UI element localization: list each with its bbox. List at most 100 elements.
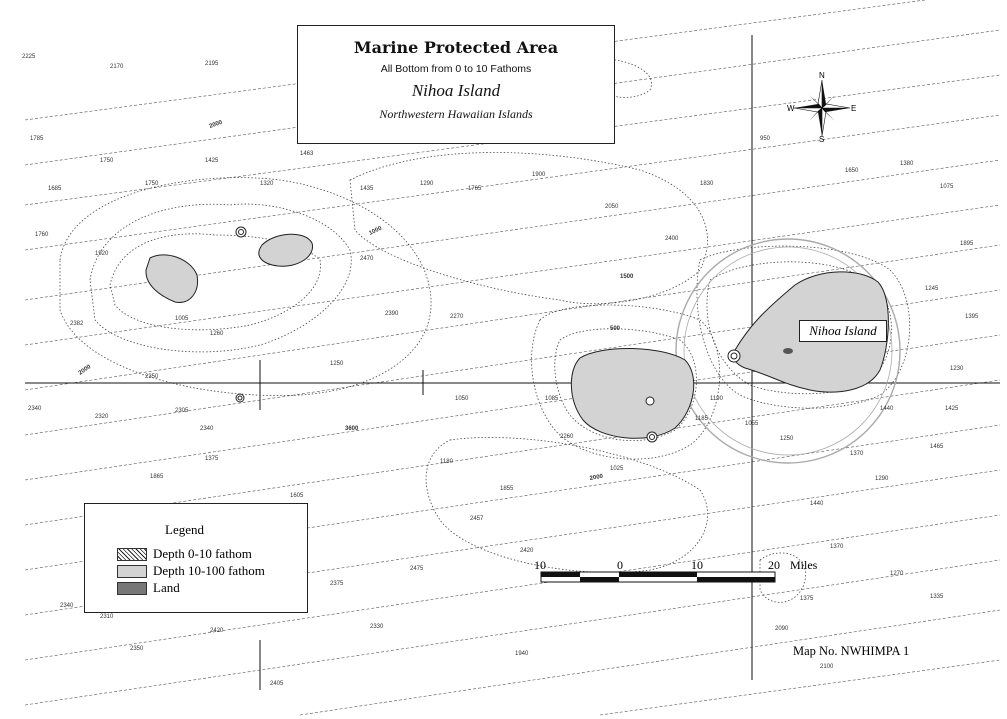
sounding-value: 2390	[385, 311, 399, 317]
sounding-value: 1370	[850, 451, 864, 457]
sounding-value: 1190	[710, 396, 724, 402]
legend-label: Depth 0-10 fathom	[153, 546, 252, 561]
svg-text:2000: 2000	[78, 364, 93, 377]
sounding-value: 2305	[175, 408, 189, 414]
compass-west: W	[787, 104, 795, 113]
sounding-value: 2350	[145, 374, 159, 380]
sounding-value: 2470	[360, 256, 374, 262]
sounding-value: 1435	[360, 186, 374, 192]
map-region: Northwestern Hawaiian Islands	[379, 107, 533, 121]
west-shoal	[145, 254, 199, 303]
sounding-value: 2195	[205, 61, 219, 67]
sounding-value: 1920	[95, 251, 109, 257]
sounding-value: 2090	[775, 626, 789, 632]
sounding-value: 1750	[145, 181, 159, 187]
sounding-value: 2050	[605, 204, 619, 210]
compass-rose-icon	[793, 79, 851, 137]
sounding-value: 1380	[900, 161, 914, 167]
central-shoal	[570, 348, 695, 439]
legend-label: Land	[153, 580, 180, 595]
sounding-value: 1685	[48, 186, 62, 192]
contour-labels: 2000 2000 1000 500 1500 2000 3600	[78, 119, 634, 482]
compass-east: E	[851, 104, 857, 113]
sounding-value: 1425	[205, 158, 219, 164]
sounding-value: 1440	[880, 406, 894, 412]
sounding-value: 950	[760, 136, 771, 142]
legend-label: Depth 10-100 fathom	[153, 563, 265, 578]
sounding-value: 1335	[930, 594, 944, 600]
sounding-value: 2382	[70, 321, 84, 327]
sounding-value: 2420	[520, 548, 534, 554]
scale-unit: Miles	[790, 558, 818, 572]
sounding-value: 1440	[810, 501, 824, 507]
legend-title: Legend	[165, 522, 204, 537]
sounding-value: 1865	[150, 474, 164, 480]
sounding-value: 2270	[450, 314, 464, 320]
sounding-value: 1650	[845, 168, 859, 174]
sounding-value: 1750	[100, 158, 114, 164]
sounding-value: 1290	[420, 181, 434, 187]
sounding-value: 2475	[410, 566, 424, 572]
sounding-value: 1395	[965, 314, 979, 320]
scale-tick-20: 20	[768, 558, 780, 572]
sounding-value: 1855	[500, 486, 514, 492]
sounding-value: 1270	[890, 571, 904, 577]
light-gray-swatch	[117, 564, 147, 578]
scale-bar	[540, 571, 776, 583]
sounding-value: 1895	[960, 241, 974, 247]
sounding-value: 2400	[665, 236, 679, 242]
sounding-value: 1180	[440, 459, 454, 465]
dark-gray-swatch	[117, 581, 147, 595]
sounding-value: 1260	[210, 331, 224, 337]
svg-text:1000: 1000	[368, 225, 383, 236]
sounding-value: 1050	[455, 396, 469, 402]
title-box: Marine Protected Area All Bottom from 0 …	[297, 25, 615, 144]
map-title: Marine Protected Area	[353, 38, 559, 57]
sounding-value: 1900	[532, 172, 546, 178]
sounding-value: 1185	[695, 416, 709, 422]
hatch-swatch	[117, 547, 147, 561]
sounding-value: 1760	[35, 232, 49, 238]
sounding-value: 2330	[370, 624, 384, 630]
sounding-value: 1940	[515, 651, 529, 657]
legend-item-land: Land	[117, 580, 180, 596]
island-label: Nihoa Island	[799, 320, 887, 342]
sounding-value: 2340	[28, 406, 42, 412]
sounding-value: 1370	[830, 544, 844, 550]
sounding-value: 2420	[210, 628, 224, 634]
sounding-value: 1230	[950, 366, 964, 372]
svg-text:2000: 2000	[209, 119, 224, 129]
sounding-value: 2310	[100, 614, 114, 620]
sounding-value: 1605	[290, 493, 304, 499]
svg-text:1500: 1500	[620, 274, 634, 280]
legend-item-shallow: Depth 0-10 fathom	[117, 546, 252, 562]
sounding-value: 1025	[610, 466, 624, 472]
pinnacles	[235, 226, 741, 443]
sounding-value: 1465	[930, 444, 944, 450]
svg-text:2000: 2000	[589, 474, 604, 482]
sounding-value: 1785	[30, 136, 44, 142]
land	[783, 348, 793, 354]
sounding-value: 1085	[545, 396, 559, 402]
sounding-value: 2100	[820, 664, 834, 670]
sounding-value: 2340	[60, 603, 74, 609]
legend-item-mid: Depth 10-100 fathom	[117, 563, 265, 579]
sounding-value: 1250	[780, 436, 794, 442]
map-island-name: Nihoa Island	[411, 81, 501, 100]
legend: Legend Depth 0-10 fathom Depth 10-100 fa…	[84, 503, 308, 613]
sounding-value: 2375	[330, 581, 344, 587]
mid-shoal	[258, 233, 314, 267]
svg-text:500: 500	[610, 326, 621, 332]
sounding-value: 2225	[22, 54, 36, 60]
sounding-value: 1055	[745, 421, 759, 427]
sounding-value: 1375	[205, 456, 219, 462]
sounding-value: 2350	[130, 646, 144, 652]
sounding-value: 1290	[875, 476, 889, 482]
scale-tick-0: 0	[617, 558, 623, 572]
sounding-value: 2457	[470, 516, 484, 522]
compass-north: N	[819, 71, 825, 80]
sounding-value: 1075	[940, 184, 954, 190]
sounding-value: 1830	[700, 181, 714, 187]
compass-south: S	[819, 135, 825, 144]
sounding-value: 2170	[110, 64, 124, 70]
